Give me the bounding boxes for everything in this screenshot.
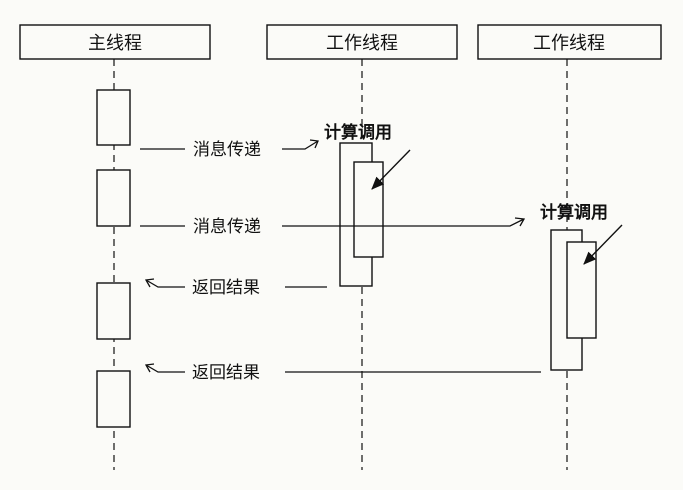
arrow-head [144, 278, 155, 288]
lifeline-title-worker2: 工作线程 [533, 33, 605, 54]
lifeline-header-box [266, 24, 458, 60]
lifeline-header-box [19, 24, 211, 60]
main-activation-4 [96, 370, 131, 428]
message-arrow [282, 218, 525, 227]
arrow-head [514, 217, 526, 227]
message-send-worker1: 消息传递 [140, 139, 319, 160]
lifeline-header-main: 主线程 [19, 24, 211, 60]
annotation-compute-worker2: 计算调用 [540, 202, 623, 265]
annotation-arrow [583, 224, 623, 265]
arrow-head [309, 139, 319, 149]
lifeline-title-worker1: 工作线程 [326, 33, 398, 54]
main-activation-3 [96, 282, 131, 340]
worker1-compute-activation [353, 161, 384, 258]
main-activation-1 [96, 89, 131, 146]
annotation-compute-worker1: 计算调用 [324, 122, 411, 190]
message-label-send-worker1: 消息传递 [193, 140, 261, 160]
lifeline-header-box [477, 24, 662, 60]
annotation-label-worker1: 计算调用 [324, 122, 392, 143]
message-label-return-worker2: 返回结果 [192, 363, 260, 383]
message-label-send-worker2: 消息传递 [193, 217, 261, 237]
main-activation-2 [96, 169, 131, 227]
annotation-arrow [371, 149, 411, 190]
message-return-worker1: 返回结果 [144, 278, 327, 298]
lifeline-title-main: 主线程 [88, 33, 142, 54]
message-arrow [282, 140, 319, 150]
message-send-worker2: 消息传递 [140, 217, 526, 237]
arrow-head [144, 363, 155, 373]
lifeline-header-worker1: 工作线程 [266, 24, 458, 60]
lifeline-header-worker2: 工作线程 [477, 24, 662, 60]
message-arrow [145, 364, 185, 373]
message-label-return-worker1: 返回结果 [192, 278, 260, 298]
message-arrow [145, 279, 185, 288]
annotation-label-worker2: 计算调用 [540, 202, 608, 223]
message-return-worker2: 返回结果 [144, 363, 541, 383]
